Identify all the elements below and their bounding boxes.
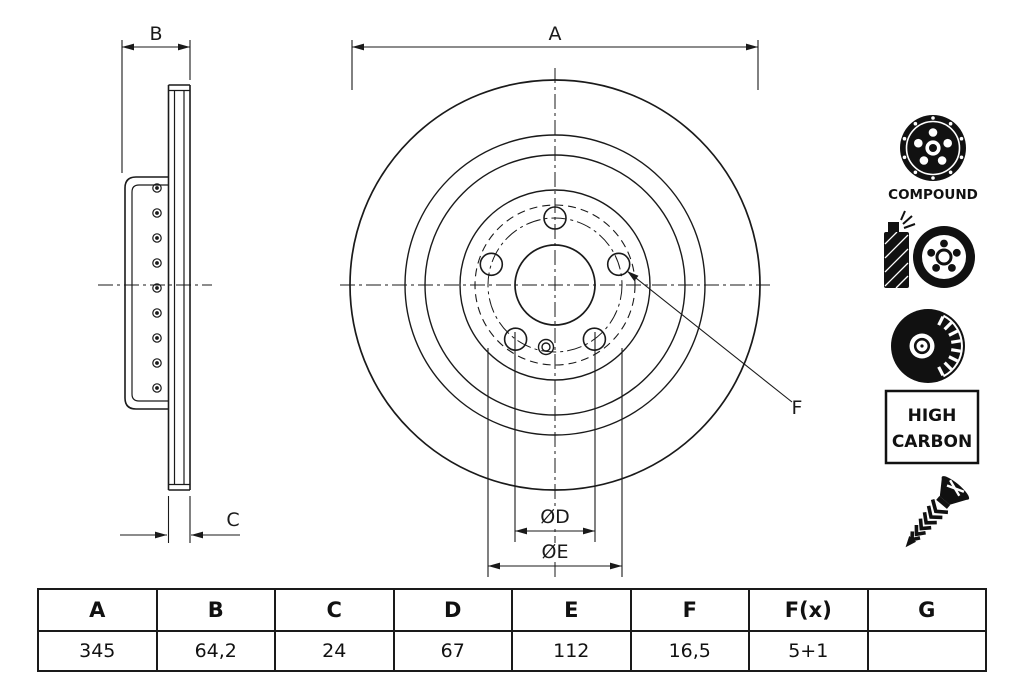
- dim-label-b: B: [149, 23, 162, 45]
- compound-label: COMPOUND: [888, 187, 978, 203]
- outer-diameter-circle: [349, 79, 761, 491]
- spec-col-d: D: [392, 588, 513, 632]
- screw-thread: [910, 499, 949, 542]
- spec-value-b: 64,2: [155, 630, 276, 672]
- spec-value-c: 24: [274, 630, 395, 672]
- front-view-disc: [340, 68, 770, 580]
- bolt-circle: [487, 217, 623, 353]
- vent-slots: [937, 315, 961, 377]
- vented-disc-icon: [891, 309, 965, 383]
- hidden-edge-circle: [474, 204, 636, 366]
- compound-disc-icon: COMPOUND: [888, 115, 978, 203]
- compound-bolt-holes: [914, 128, 952, 165]
- spec-value-row: 345 64,2 24 67 112 16,5 5+1: [37, 630, 987, 672]
- spec-value-e: 112: [511, 630, 632, 672]
- hat-outer-profile: [124, 176, 169, 410]
- center-bore-circle: [514, 244, 596, 326]
- wheel-bolt-holes: [479, 206, 631, 352]
- hat-edge-circle: [459, 189, 651, 381]
- hat-inner-profile: [131, 184, 169, 402]
- spec-value-g: [866, 630, 987, 672]
- spec-value-fx: 5+1: [748, 630, 869, 672]
- dim-label-c: C: [226, 509, 239, 531]
- spec-col-c: C: [274, 588, 395, 632]
- spray-can-hatch: [884, 231, 909, 289]
- leader-f: F: [626, 270, 803, 419]
- dim-label-e: ØE: [542, 541, 569, 563]
- inner-ring-circle: [424, 154, 686, 416]
- high-carbon-badge: HIGH CARBON: [884, 389, 980, 465]
- high-carbon-line1: HIGH: [908, 406, 957, 426]
- spec-col-b: B: [155, 588, 276, 632]
- coated-disc-spray-icon: [884, 210, 975, 289]
- compound-pin-dots: [902, 116, 964, 180]
- dim-label-f: F: [792, 397, 803, 419]
- friction-ring-circle: [404, 134, 706, 436]
- dimension-c: C: [120, 496, 240, 543]
- locating-pin-hole: [537, 338, 555, 356]
- spec-col-e: E: [511, 588, 632, 632]
- dim-label-d: ØD: [540, 506, 570, 528]
- countersunk-screw-icon: [905, 476, 970, 548]
- dimension-a: A: [351, 23, 759, 90]
- coated-disc-holes: [927, 239, 961, 272]
- spec-table: A B C D E F F(x) G 345 64,2 24 67 112 16…: [37, 588, 987, 672]
- coated-disc: [913, 226, 975, 288]
- spec-col-f: F: [629, 588, 750, 632]
- high-carbon-line2: CARBON: [892, 432, 972, 452]
- spec-value-a: 345: [37, 630, 158, 672]
- dim-label-a: A: [549, 23, 562, 45]
- spec-header-row: A B C D E F F(x) G: [37, 588, 987, 632]
- spray-nozzle: [888, 222, 899, 232]
- hat-bolt-holes: [152, 183, 162, 393]
- dimension-e: ØE: [487, 348, 623, 577]
- spec-col-g: G: [866, 588, 987, 632]
- spec-col-fx: F(x): [748, 588, 869, 632]
- dimension-d: ØD: [514, 332, 596, 542]
- spec-value-f: 16,5: [629, 630, 750, 672]
- spec-col-a: A: [37, 588, 158, 632]
- side-view-cross-section: [98, 84, 212, 491]
- dimension-b: B: [121, 23, 191, 173]
- spray-jet-lines: [900, 210, 916, 229]
- spec-value-d: 67: [392, 630, 513, 672]
